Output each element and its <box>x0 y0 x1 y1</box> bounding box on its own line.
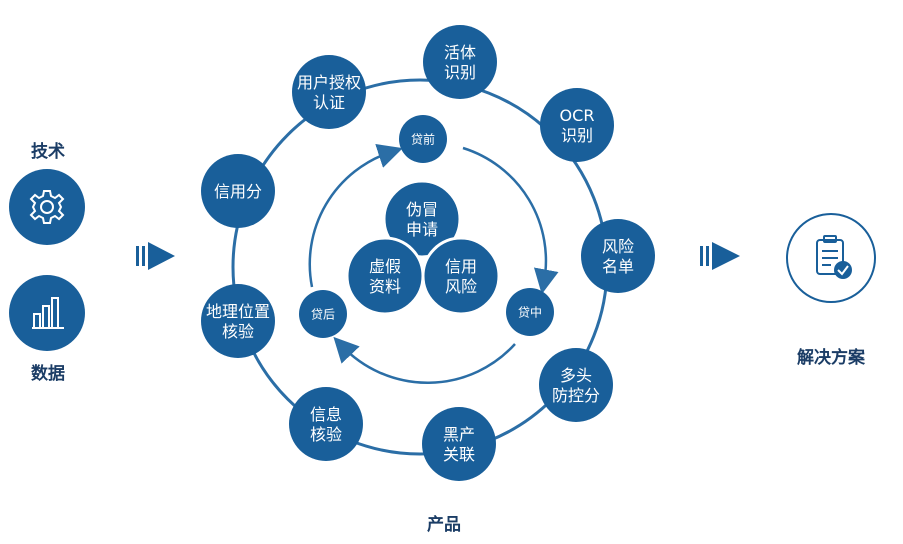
inner-node-pre-loan-circle <box>399 115 447 163</box>
outer-node-multi-lending-label: 防控分 <box>552 386 600 405</box>
outer-node-credit-score-circle <box>201 154 275 228</box>
tech-label: 技术 <box>31 141 65 162</box>
inner-node-pre-loan: 贷前 <box>399 115 447 163</box>
data-label: 数据 <box>31 363 65 384</box>
inner-node-pre-loan-label: 贷前 <box>411 131 435 146</box>
inner-arc-mid-to-post <box>333 336 516 384</box>
outer-node-multi-lending-label: 多头 <box>560 366 592 385</box>
outer-node-geo-verify-label: 核验 <box>222 322 254 341</box>
outer-node-risk-list-label: 名单 <box>602 257 634 276</box>
outer-node-geo-verify-label: 地理位置 <box>206 302 270 321</box>
inner-arc-post-to-pre <box>308 144 403 288</box>
outer-node-blackmarket-label: 黑产 <box>443 425 475 444</box>
outer-node-risk-list-label: 风险 <box>602 237 634 256</box>
solution-label: 解决方案 <box>797 347 866 368</box>
core-node-fake-application-label: 申请 <box>406 220 438 239</box>
outer-node-credit-score: 信用分 <box>201 154 275 228</box>
outer-node-user-auth-label: 认证 <box>313 93 345 112</box>
core-node-fake-application-circle <box>382 179 462 259</box>
bar-chart-icon <box>9 275 85 351</box>
outer-node-ocr-label: OCR <box>560 106 595 125</box>
outer-node-user-auth-circle <box>292 55 366 129</box>
product-label: 产品 <box>427 514 461 535</box>
inner-node-mid-loan-label: 贷中 <box>518 304 542 319</box>
outer-node-multi-lending-circle <box>539 348 613 422</box>
core-node-credit-risk-label: 风险 <box>445 277 477 296</box>
inner-arc-pre-to-mid <box>462 146 559 295</box>
outer-node-credit-score-label: 信用分 <box>214 182 262 201</box>
clipboard-check-icon <box>786 213 876 303</box>
outer-node-info-verify-label: 核验 <box>310 425 342 444</box>
inner-node-mid-loan-circle <box>506 288 554 336</box>
outer-node-blackmarket-label: 关联 <box>443 445 475 464</box>
outer-node-info-verify-label: 信息 <box>310 405 342 424</box>
core-node-false-info-label: 资料 <box>369 277 401 296</box>
outer-node-liveness-label: 识别 <box>444 63 476 82</box>
outer-ring-nodes: 活体识别OCR识别风险名单多头防控分黑产关联信息核验地理位置核验信用分用户授权认… <box>201 25 655 481</box>
inner-node-mid-loan: 贷中 <box>506 288 554 336</box>
core-node-false-info-label: 虚假 <box>369 257 401 276</box>
inner-node-post-loan: 贷后 <box>299 290 347 338</box>
outer-node-info-verify-circle <box>289 387 363 461</box>
outer-node-liveness-circle <box>423 25 497 99</box>
arrow-right-icon-right <box>700 242 740 270</box>
core-node-credit-risk-circle <box>421 236 501 316</box>
outer-node-ocr-circle <box>540 88 614 162</box>
gear-icon <box>9 169 85 245</box>
core-node-fake-application-label: 伪冒 <box>406 200 438 219</box>
outer-node-ocr-label: 识别 <box>561 126 593 145</box>
outer-node-user-auth-label: 用户授权 <box>297 73 361 92</box>
inner-node-post-loan-circle <box>299 290 347 338</box>
outer-node-risk-list-circle <box>581 219 655 293</box>
core-node-credit-risk-label: 信用 <box>445 257 477 276</box>
inner-node-post-loan-label: 贷后 <box>311 307 335 321</box>
outer-node-geo-verify-circle <box>201 284 275 358</box>
outer-node-blackmarket-circle <box>422 407 496 481</box>
arrow-right-icon-left <box>136 242 175 270</box>
outer-node-liveness-label: 活体 <box>444 43 476 62</box>
